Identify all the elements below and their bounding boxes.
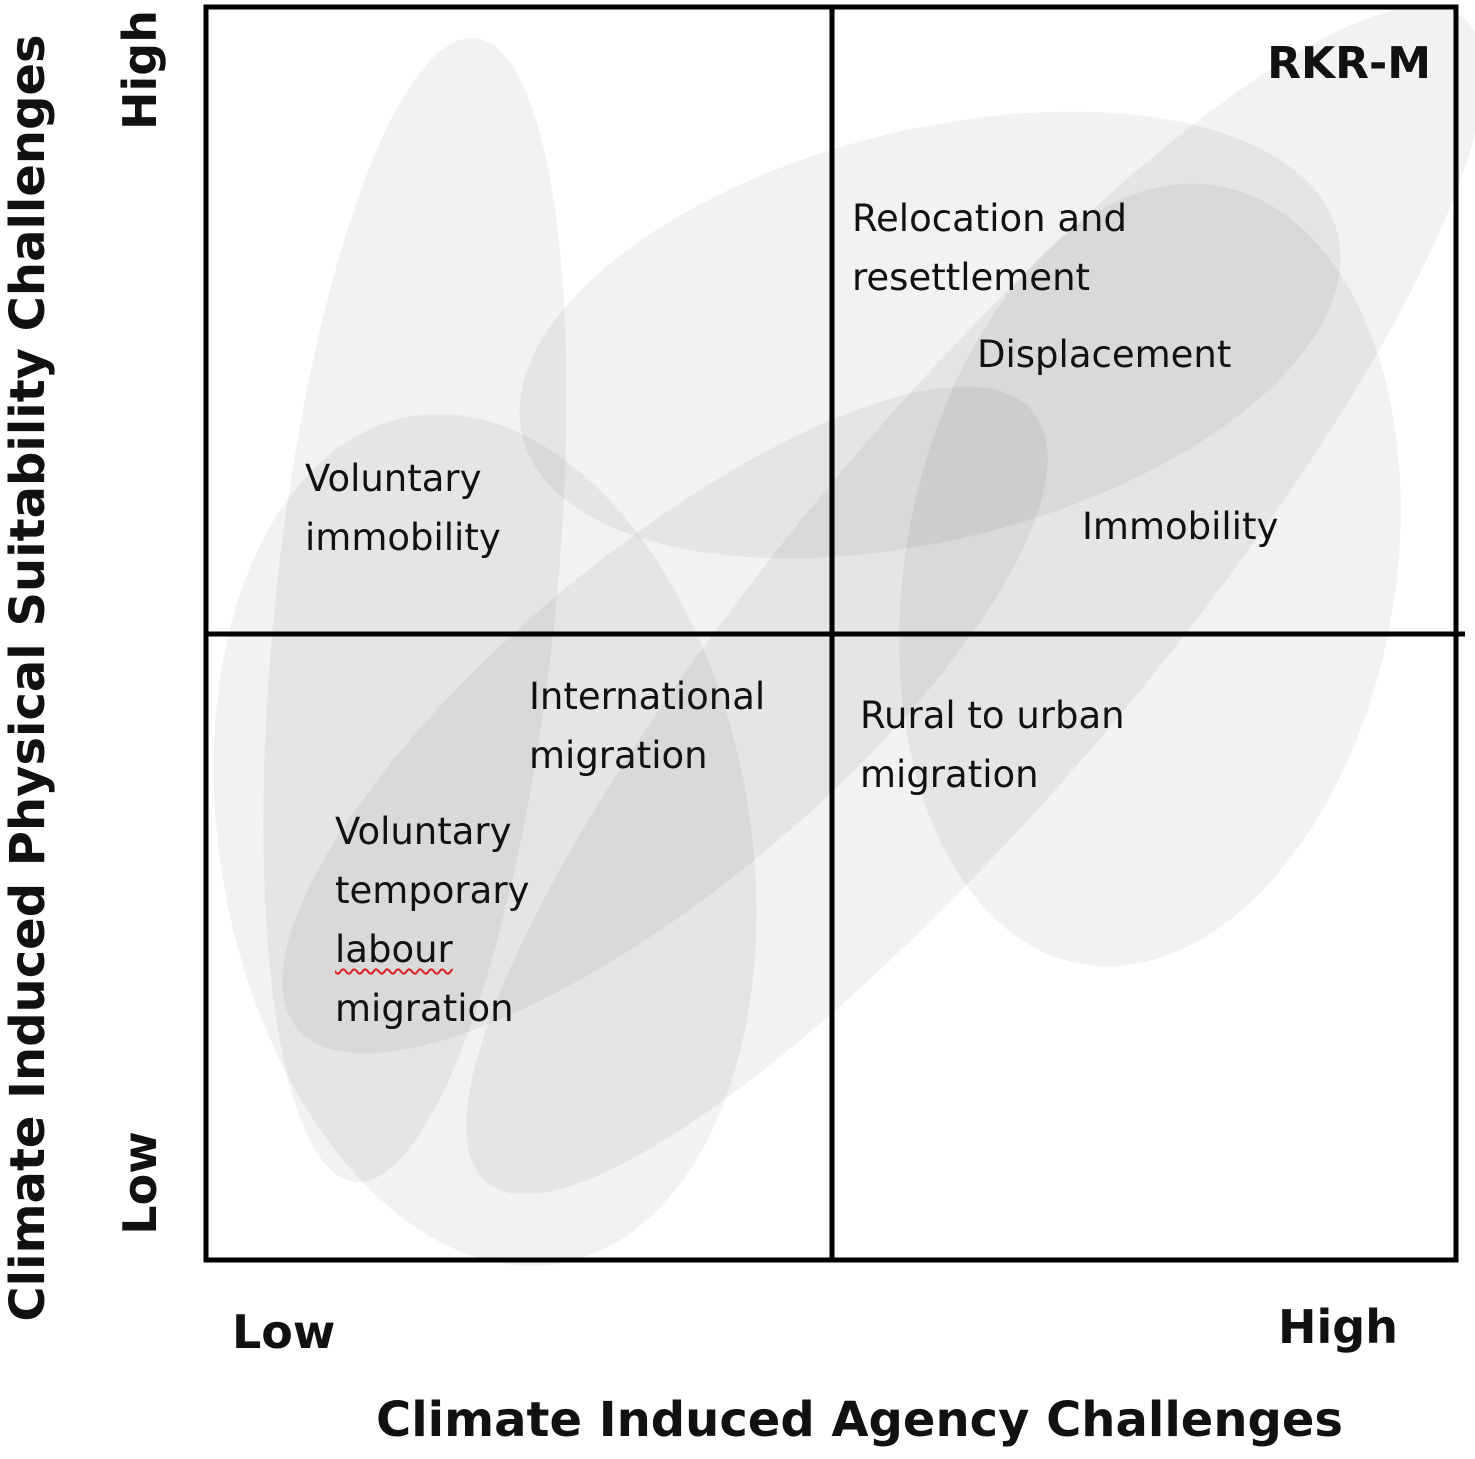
label-line: Voluntary bbox=[335, 810, 512, 853]
ellipse-immobility bbox=[899, 183, 1401, 967]
label-line: immobility bbox=[305, 516, 501, 559]
label-line: migration bbox=[335, 987, 514, 1030]
ellipse-international bbox=[282, 386, 1048, 1054]
label-voluntary-immobility: Voluntary immobility bbox=[305, 449, 501, 567]
label-line: Rural to urban bbox=[860, 694, 1125, 737]
ellipse-lower-left bbox=[213, 414, 757, 1266]
label-displacement: Displacement bbox=[977, 333, 1232, 376]
label-line: resettlement bbox=[852, 256, 1091, 299]
label-immobility: Immobility bbox=[1082, 505, 1279, 548]
x-high-label: High bbox=[1278, 1300, 1398, 1354]
label-line: labour bbox=[335, 928, 453, 971]
label-line: Voluntary bbox=[305, 457, 482, 500]
label-line: Relocation and bbox=[852, 197, 1127, 240]
label-line: International bbox=[529, 675, 766, 718]
label-line: temporary bbox=[335, 869, 530, 912]
label-line: migration bbox=[860, 753, 1039, 796]
ellipse-voluntary-immobility bbox=[263, 37, 567, 1183]
label-relocation: Relocation and resettlement bbox=[852, 189, 1127, 307]
label-international: International migration bbox=[529, 667, 765, 785]
y-high-label: High bbox=[113, 10, 167, 130]
x-axis-title: Climate Induced Agency Challenges bbox=[376, 1392, 1343, 1448]
rkr-m-badge: RKR-M bbox=[1267, 38, 1431, 89]
y-axis-title: Climate Induced Physical Suitability Cha… bbox=[0, 34, 56, 1322]
ellipse-relocation bbox=[519, 111, 1341, 559]
label-line: migration bbox=[529, 734, 708, 777]
y-low-label: Low bbox=[113, 1131, 167, 1235]
ellipse-diagonal bbox=[466, 5, 1475, 1195]
x-low-label: Low bbox=[232, 1305, 336, 1359]
label-rural-urban: Rural to urban migration bbox=[860, 686, 1125, 804]
label-voluntary-temporary: Voluntary temporary labour migration bbox=[335, 802, 529, 1038]
